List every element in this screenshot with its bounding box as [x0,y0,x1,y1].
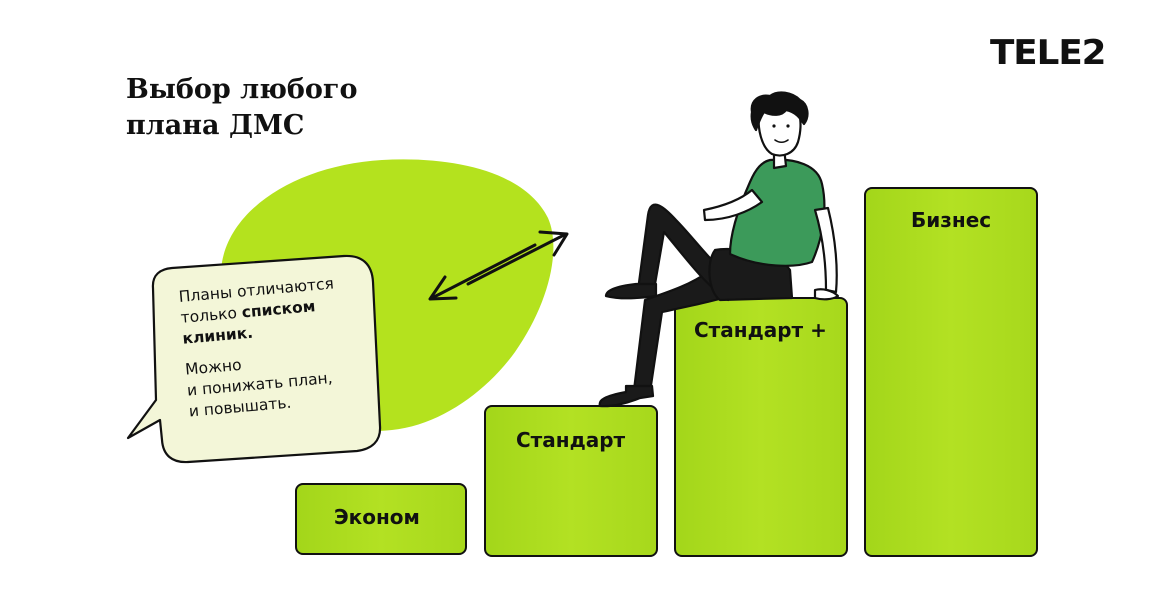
title-line-2: плана ДМС [126,110,305,141]
title-line-1: Выбор любого [126,74,358,105]
step-standart[interactable] [484,405,658,557]
bubble-line-4: Можно [184,355,243,379]
plan-label-biznes[interactable]: Бизнес [911,208,992,232]
plan-label-standart-plus[interactable]: Стандарт + [694,318,827,342]
bubble-text: Планы отличаются только списком клиник. … [178,272,365,433]
person-illustration [598,91,840,408]
step-ekonom[interactable] [295,483,467,555]
bubble-paragraph-2: Можно и понижать план, и повышать. [184,344,364,422]
bubble-line-2-prefix: только [179,303,243,327]
tele2-logo: TELE2 [990,33,1107,73]
plan-label-standart[interactable]: Стандарт [516,428,626,452]
plan-label-ekonom[interactable]: Эконом [334,505,420,529]
step-biznes[interactable] [864,187,1038,557]
double-arrow-icon [428,230,569,301]
bubble-line-2-bold: списком [241,297,317,322]
page-title: Выбор любого плана ДМС [126,72,426,144]
speech-bubble [126,254,382,464]
bubble-line-3-bold: клиник. [181,323,254,348]
